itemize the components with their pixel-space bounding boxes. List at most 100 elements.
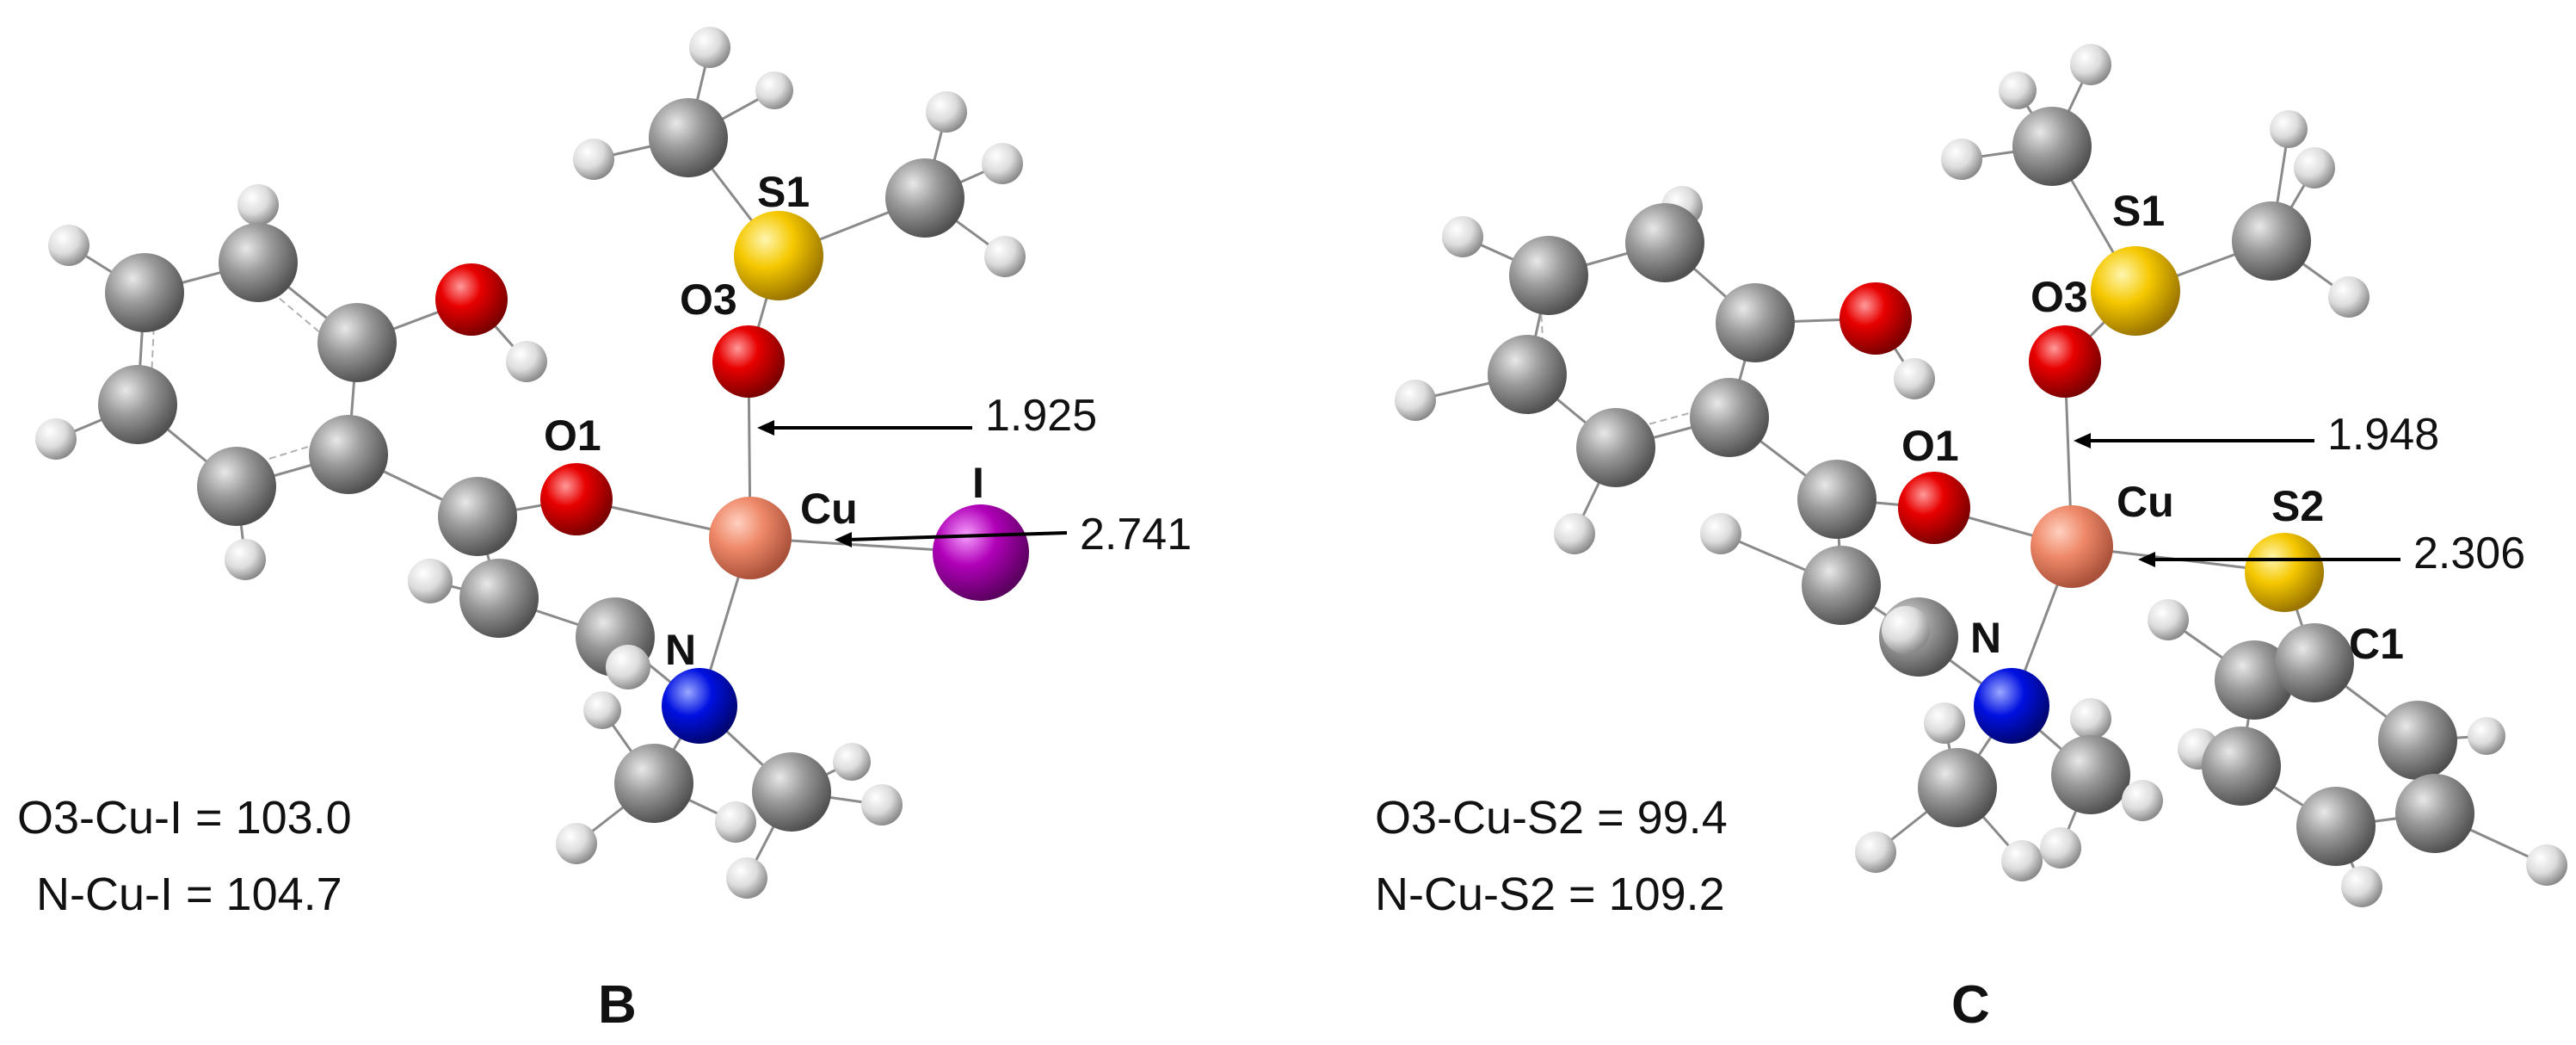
atom-label-i: I [972, 459, 984, 507]
carbon-atom [2296, 787, 2376, 866]
carbon-atom [1918, 748, 1997, 827]
carbon-atom [1509, 236, 1588, 315]
carbon-atom [2232, 201, 2311, 281]
hydrogen-atom [48, 225, 89, 266]
angle-o3-cu-s2: O3-Cu-S2 = 99.4 [1375, 792, 1728, 844]
carbon-atom [219, 223, 298, 302]
carbon-atom [2395, 774, 2474, 853]
atom-label-o3: O3 [680, 275, 737, 324]
carbon-atom [649, 98, 728, 177]
oxygen-atom [1898, 472, 1970, 544]
sulfur-atom [2091, 246, 2180, 336]
carbon-atom [459, 559, 539, 638]
carbon-atom [1802, 546, 1881, 625]
panel-b-atoms [35, 27, 1029, 899]
atom-label-o1: O1 [1901, 422, 1959, 470]
hydrogen-atom [506, 341, 547, 382]
panel-c: S1 O3 O1 Cu S2 N C1 1.948 2.306 O3-Cu-S2… [1375, 44, 2567, 1035]
hydrogen-atom [2040, 827, 2081, 869]
carbon-atom [614, 744, 693, 823]
angle-o3-cu-i: O3-Cu-I = 103.0 [17, 792, 352, 844]
panel-c-atoms [1395, 44, 2567, 907]
oxygen-atom [712, 325, 785, 398]
atom-label-s2: S2 [2271, 482, 2324, 530]
hydrogen-atom [689, 27, 730, 68]
distance-cu-o3: 1.948 [2327, 410, 2439, 460]
hydrogen-atom [408, 559, 453, 603]
carbon-atom [2215, 640, 2294, 720]
carbon-atom [2378, 701, 2457, 780]
angle-n-cu-s2: N-Cu-S2 = 109.2 [1375, 869, 1725, 920]
hydrogen-atom [982, 143, 1023, 184]
hydrogen-atom [2294, 147, 2335, 189]
carbon-atom [2275, 623, 2354, 702]
oxygen-atom [435, 263, 508, 336]
hydrogen-atom [1999, 71, 2037, 109]
hydrogen-atom [573, 139, 614, 180]
hydrogen-atom [726, 857, 767, 899]
hydrogen-atom [1882, 606, 1930, 654]
carbon-atom [1576, 408, 1655, 487]
carbon-atom [1797, 460, 1877, 539]
atom-label-s1: S1 [2112, 187, 2165, 235]
panel-c-distance-arrows [2074, 433, 2400, 567]
atom-label-o1: O1 [544, 411, 601, 460]
carbon-atom [309, 415, 388, 494]
panel-b-labels: S1 O3 O1 Cu I N 1.925 2.741 O3-Cu-I = 10… [17, 168, 1192, 1035]
hydrogen-atom [715, 801, 756, 843]
panel-b-distance-arrows [757, 420, 1068, 547]
carbon-atom [885, 158, 964, 238]
hydrogen-atom [2148, 599, 2189, 640]
hydrogen-atom [2328, 276, 2370, 318]
carbon-atom [1690, 378, 1769, 457]
panel-label-c: C [1951, 975, 1990, 1035]
hydrogen-atom [1924, 702, 1965, 744]
carbon-atom [1716, 283, 1795, 362]
atom-label-o3: O3 [2031, 273, 2088, 321]
panel-c-labels: S1 O3 O1 Cu S2 N C1 1.948 2.306 O3-Cu-S2… [1375, 187, 2525, 1035]
panel-b: S1 O3 O1 Cu I N 1.925 2.741 O3-Cu-I = 10… [17, 27, 1192, 1035]
carbon-atom [105, 253, 184, 332]
hydrogen-atom [225, 539, 266, 580]
panel-label-b: B [598, 975, 637, 1035]
carbon-atom [2202, 727, 2281, 806]
carbon-atom [438, 477, 517, 556]
nitrogen-atom [1974, 668, 2049, 744]
hydrogen-atom [861, 784, 903, 825]
hydrogen-atom [2526, 844, 2567, 886]
hydrogen-atom [35, 418, 77, 460]
atom-label-c1: C1 [2349, 620, 2404, 668]
hydrogen-atom [583, 691, 621, 729]
hydrogen-atom [2070, 44, 2111, 85]
angle-n-cu-i: N-Cu-I = 104.7 [36, 869, 342, 920]
hydrogen-atom [1941, 139, 1982, 180]
oxygen-atom [540, 463, 613, 535]
atom-label-s1: S1 [757, 168, 810, 216]
sulfur-atom [2245, 533, 2324, 612]
distance-cu-s2: 2.306 [2413, 529, 2525, 578]
atom-label-n: N [665, 626, 696, 674]
sulfur-atom [734, 211, 823, 300]
carbon-atom [2051, 735, 2130, 814]
atom-label-cu: Cu [800, 485, 858, 533]
hydrogen-atom [926, 91, 967, 133]
hydrogen-atom [2001, 840, 2043, 881]
hydrogen-atom [2468, 717, 2505, 755]
carbon-atom [2012, 107, 2092, 186]
hydrogen-atom [1894, 358, 1935, 399]
oxygen-atom [1840, 282, 1912, 355]
hydrogen-atom [237, 184, 279, 226]
hydrogen-atom [1554, 513, 1595, 554]
hydrogen-atom [1855, 832, 1896, 873]
carbon-atom [98, 365, 177, 444]
hydrogen-atom [755, 71, 793, 109]
hydrogen-atom [984, 236, 1026, 277]
hydrogen-atom [2270, 110, 2308, 148]
carbon-atom [197, 447, 276, 526]
carbon-atom [1625, 203, 1704, 282]
hydrogen-atom [2070, 698, 2111, 739]
carbon-atom [1488, 335, 1567, 414]
nitrogen-atom [662, 668, 737, 744]
copper-atom [2031, 505, 2113, 588]
